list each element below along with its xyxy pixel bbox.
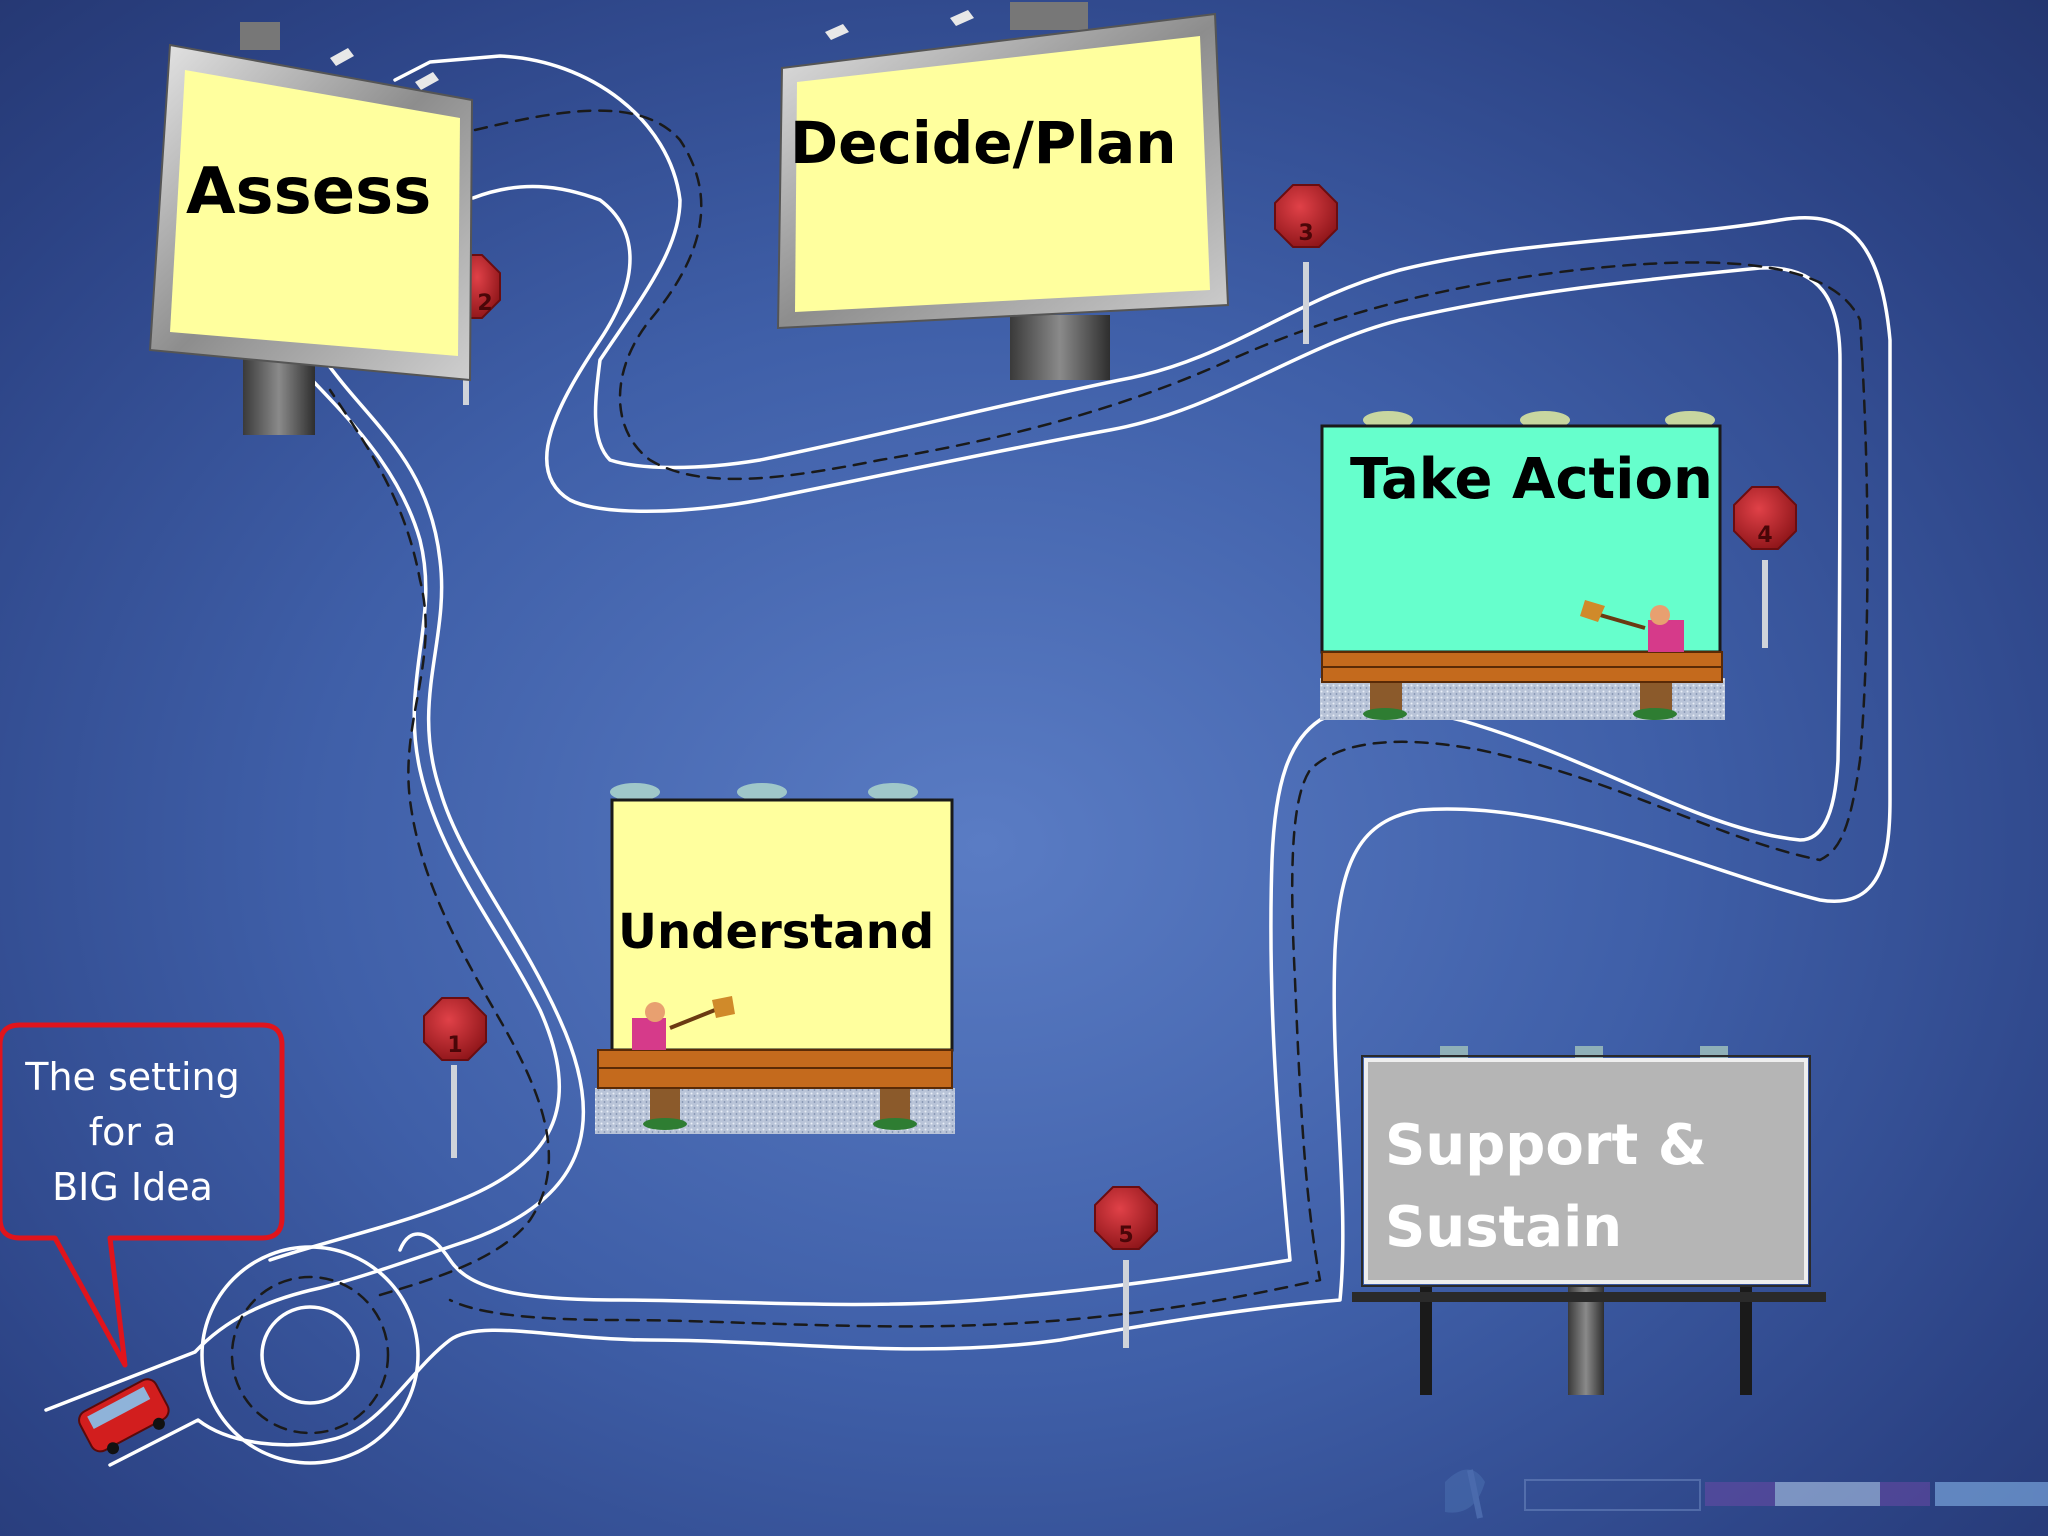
callout-line-1: The setting	[25, 1055, 240, 1099]
road	[44, 54, 1892, 1467]
billboard-support-sustain	[1352, 1046, 1826, 1395]
billboard-label-decide-plan: Decide/Plan	[790, 109, 1177, 177]
callout-line-3: BIG Idea	[52, 1165, 213, 1209]
callout-line-2: for a	[88, 1110, 177, 1154]
billboard-label-support-line1: Support &	[1385, 1113, 1707, 1178]
billboard-understand	[595, 783, 955, 1134]
billboard-label-support-line2: Sustain	[1385, 1195, 1623, 1260]
stop-sign-1	[423, 997, 487, 1158]
red-bus-icon	[78, 1378, 170, 1455]
billboard-label-take-action: Take Action	[1350, 447, 1713, 512]
stop-sign-number-3: 3	[1298, 221, 1313, 246]
billboard-assess	[148, 22, 474, 435]
billboard-lamp-icon	[240, 22, 439, 90]
stop-sign-number-5: 5	[1118, 1223, 1133, 1248]
stop-sign-number-1: 1	[447, 1033, 462, 1058]
billboard-lamp-icon	[610, 783, 918, 801]
painter-icon	[1580, 600, 1684, 652]
stop-sign-3	[1274, 184, 1338, 344]
callout-bubble	[0, 1022, 285, 1368]
billboard-label-understand: Understand	[618, 904, 935, 960]
stop-sign-number-4: 4	[1757, 523, 1772, 548]
stop-sign-number-2: 2	[477, 291, 492, 316]
logo-icon	[1445, 1469, 2048, 1519]
stop-sign-icon	[1094, 1186, 1158, 1250]
stop-sign-4	[1733, 486, 1797, 648]
billboard-take-action	[1320, 411, 1725, 720]
billboard-decide-plan	[776, 2, 1230, 380]
stop-sign-5	[1094, 1186, 1158, 1348]
billboard-label-assess: Assess	[186, 155, 432, 229]
stop-sign-icon	[1274, 184, 1338, 248]
stop-sign-icon	[423, 997, 487, 1061]
painter-icon	[632, 996, 735, 1050]
callout-text: The setting for a BIG Idea	[10, 1050, 255, 1215]
stop-sign-icon	[1733, 486, 1797, 550]
